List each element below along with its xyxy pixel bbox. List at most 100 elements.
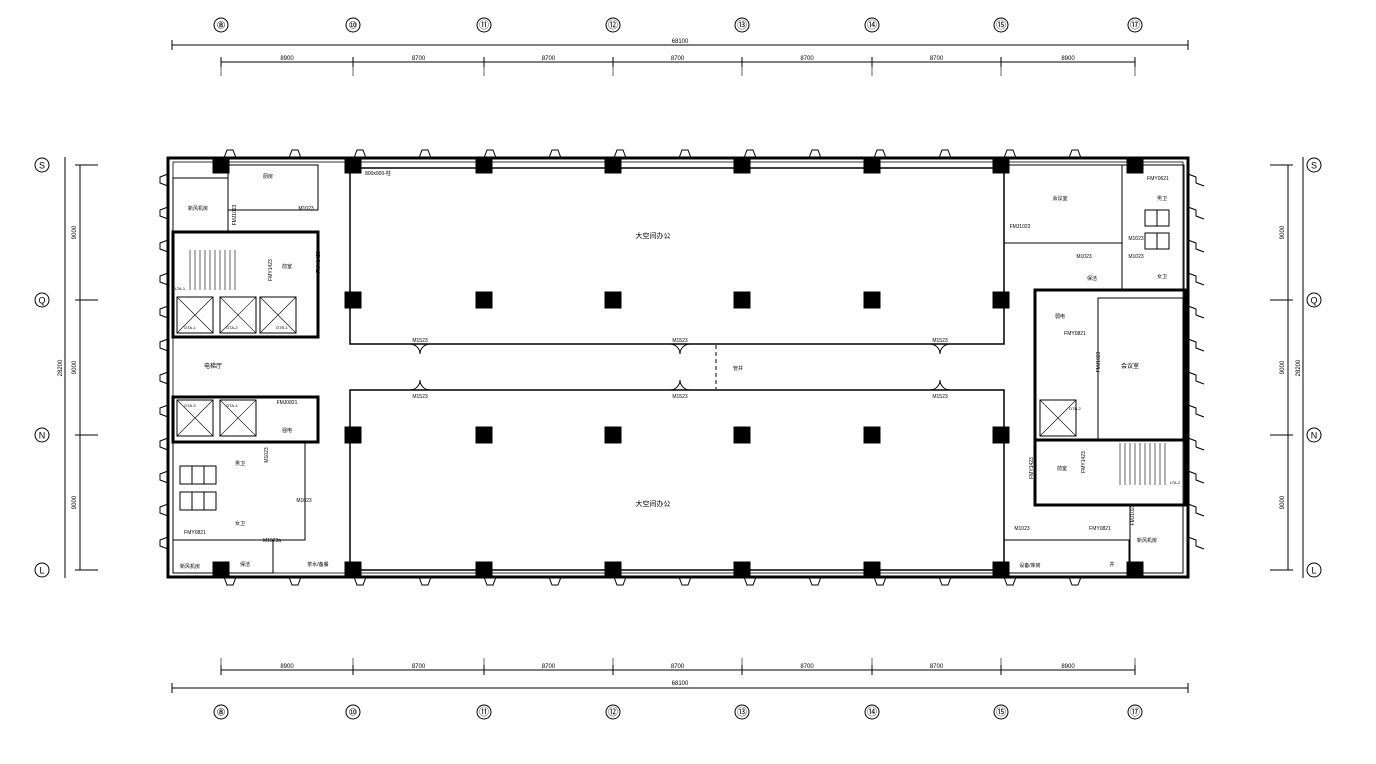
- door-tag-vertical: FMJ1023: [232, 204, 238, 225]
- axis-label-column: ⑪: [479, 707, 489, 719]
- door-tag: M1523: [412, 394, 428, 400]
- structural-column: [344, 291, 362, 309]
- axis-bubble: [605, 704, 621, 720]
- kitchen-room: [227, 164, 319, 211]
- axis-bubble: [34, 292, 50, 308]
- structural-column: [733, 426, 751, 444]
- room-label-fan-room: 新风机房: [188, 205, 208, 212]
- axis-label-row: S: [39, 161, 45, 171]
- toilet-stall: [1156, 232, 1170, 250]
- structural-column: [212, 156, 230, 174]
- room-label-shaft: 井: [1109, 561, 1114, 568]
- room-label-front-room: 前室: [282, 263, 292, 270]
- door-tag: FMJ0821: [277, 400, 298, 406]
- east-toilets: [1121, 164, 1185, 291]
- window-fin: [159, 536, 169, 550]
- exterior-wall: [166, 156, 1190, 579]
- axis-bubble: [1127, 704, 1143, 720]
- west-core-north: [171, 230, 320, 339]
- window-fin: [418, 149, 432, 159]
- room-label-front-room: 前室: [1057, 465, 1067, 472]
- door-tag-vertical: FMJ1023: [1096, 351, 1102, 372]
- window-fin: [159, 173, 169, 187]
- structural-column: [475, 291, 493, 309]
- overall-depth-label: 28200: [1296, 359, 1302, 376]
- window-fin: [548, 576, 562, 586]
- axis-bubble: [734, 704, 750, 720]
- window-fin: [613, 576, 627, 586]
- bay-depth-label: 9000: [72, 495, 78, 509]
- axis-label-column: ⑮: [996, 20, 1006, 32]
- structural-column: [475, 156, 493, 174]
- room-label-kitchen: 厨房: [263, 173, 273, 180]
- axis-label-row: N: [1311, 431, 1318, 441]
- room-label-storage: 设备/库房: [1019, 562, 1040, 569]
- toilet-stall: [203, 491, 217, 511]
- window-fin: [873, 576, 887, 586]
- room-label-fan-room: 新风机房: [1137, 537, 1157, 544]
- axis-label-row: Q: [1310, 296, 1317, 306]
- axis-bubble: [993, 17, 1009, 33]
- overall-width-label: 68100: [672, 681, 689, 687]
- axis-bubble: [1127, 17, 1143, 33]
- window-fin: [1068, 576, 1082, 586]
- door-tag: M1523: [932, 394, 948, 400]
- toilet-stall: [191, 465, 205, 485]
- stair-tag: LTA-1: [175, 286, 186, 291]
- room-label-office-south: 大空间办公: [636, 499, 671, 508]
- elevator-shaft: [219, 296, 257, 334]
- axis-bubble: [864, 704, 880, 720]
- axis-bubble: [213, 17, 229, 33]
- door-tag: M1023a: [263, 538, 281, 544]
- west-service-rooms: [172, 539, 274, 574]
- elevator-cross: [1039, 399, 1077, 437]
- axis-label-row: Q: [38, 296, 45, 306]
- structural-column: [992, 426, 1010, 444]
- bay-width-label: 8700: [412, 56, 426, 62]
- toilet-stall: [1144, 209, 1158, 227]
- bay-width-label: 8700: [930, 664, 944, 670]
- structural-column: [475, 426, 493, 444]
- elevator-cross: [219, 296, 257, 334]
- toilet-stall: [203, 465, 217, 485]
- window-fin: [159, 272, 169, 286]
- bay-width-label: 8700: [800, 664, 814, 670]
- meeting-room-east: [1097, 297, 1184, 441]
- bay-width-label: 8700: [412, 664, 426, 670]
- window-fin: [159, 404, 169, 418]
- door-tag-vertical: FMY1423: [1081, 451, 1087, 473]
- bay-depth-label: 9000: [72, 360, 78, 374]
- axis-label-row: L: [39, 566, 44, 576]
- elevator-tag: DTA-2: [226, 325, 238, 330]
- window-fin: [159, 503, 169, 517]
- room-label-elevator-lobby: 电梯厅: [204, 362, 222, 370]
- structural-column: [1126, 561, 1144, 579]
- room-label-female-wc: 女卫: [1157, 273, 1167, 280]
- exterior-wall-inner: [172, 161, 1184, 574]
- double-door: [929, 379, 951, 391]
- room-label-storage: 保洁: [240, 561, 250, 568]
- door-tag: M1023: [296, 498, 312, 504]
- room-label-cleaning: 保洁: [1087, 275, 1097, 282]
- axis-label-column: ⑪: [479, 20, 489, 32]
- bay-depth-label: 9000: [1280, 225, 1286, 239]
- corridor-note: 管井: [733, 365, 743, 372]
- window-fin: [938, 149, 952, 159]
- elevator-tag: DTB-2: [1069, 406, 1081, 411]
- bay-width-label: 8700: [542, 664, 556, 670]
- window-fin: [159, 305, 169, 319]
- room-label-strong-elec: 强电: [282, 427, 292, 434]
- axis-bubble: [1306, 157, 1322, 173]
- axis-label-column: ⑬: [737, 707, 747, 719]
- structural-column: [863, 426, 881, 444]
- door-tag: FMY0621: [1147, 176, 1169, 182]
- axis-label-column: ⑰: [1130, 20, 1140, 32]
- axis-label-column: ⑩: [349, 708, 358, 719]
- axis-bubble: [476, 17, 492, 33]
- structural-column: [604, 426, 622, 444]
- window-fin: [1187, 437, 1205, 451]
- window-fin: [159, 239, 169, 253]
- window-fin: [1187, 503, 1205, 517]
- storage-se: [1003, 539, 1130, 574]
